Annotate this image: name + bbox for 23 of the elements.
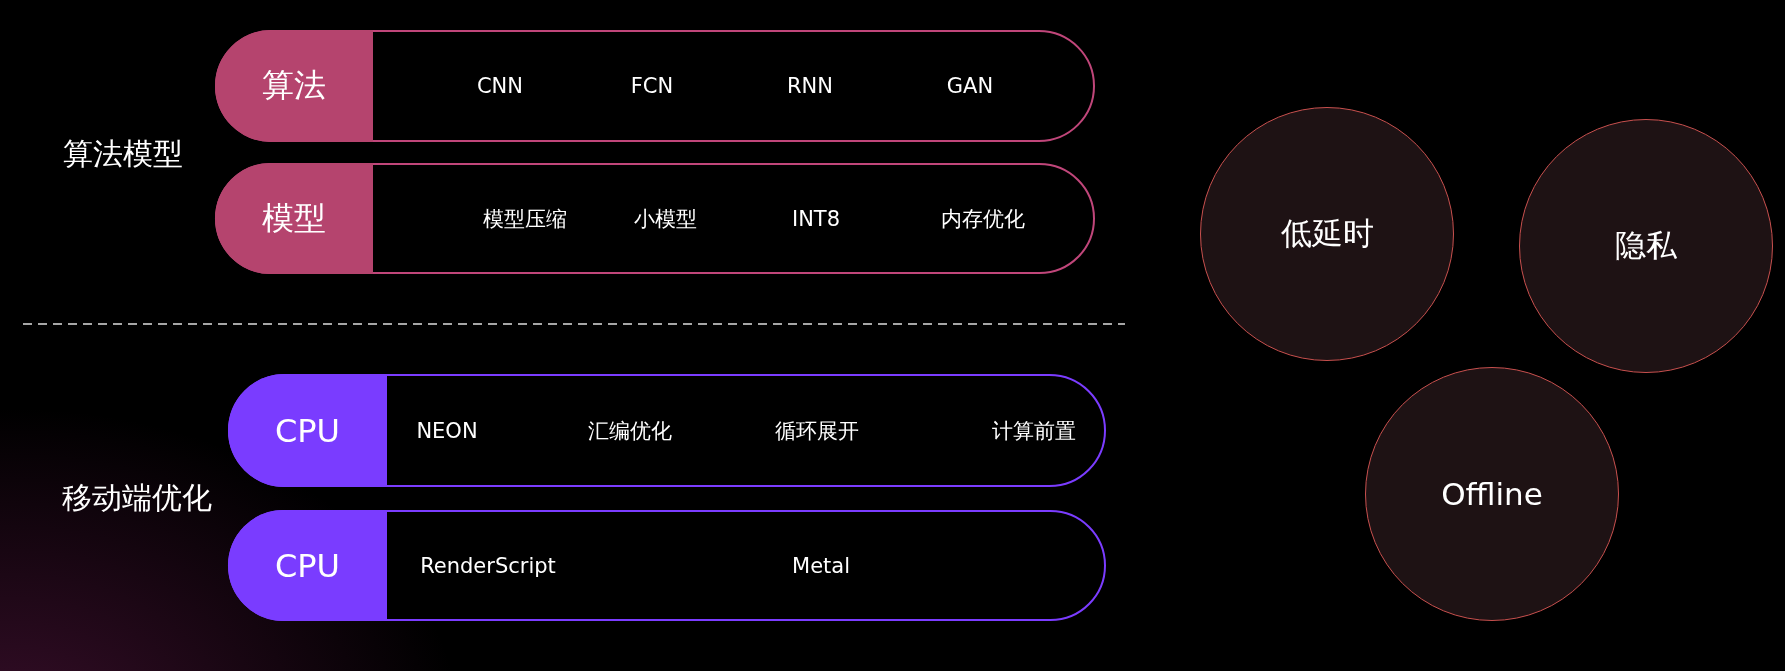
item-label: FCN	[630, 74, 674, 98]
item-label: GAN	[946, 74, 994, 98]
item-label: 计算前置	[992, 417, 1076, 445]
circle-label: 低延时	[1280, 214, 1374, 253]
category-tag: CPU	[228, 510, 387, 621]
item-label: RNN	[787, 74, 833, 98]
item-label: NEON	[416, 418, 478, 443]
category-tag: 模型	[215, 163, 373, 274]
item-label: INT8	[791, 206, 841, 231]
circle-label: 隐私	[1615, 226, 1677, 265]
item-label: 循环展开	[775, 417, 859, 445]
category-tag: CPU	[228, 374, 387, 487]
item-label: 小模型	[633, 205, 697, 233]
item-label: RenderScript	[420, 553, 556, 578]
section-label: 移动端优化	[62, 478, 212, 517]
item-label: 汇编优化	[588, 417, 672, 445]
item-label: 模型压缩	[483, 205, 567, 233]
category-tag: 算法	[215, 30, 373, 142]
item-label: Metal	[792, 553, 850, 578]
item-label: 内存优化	[941, 205, 1025, 233]
section-label: 算法模型	[63, 134, 183, 173]
item-label: CNN	[476, 74, 524, 98]
circle-label: Offline	[1441, 476, 1543, 512]
